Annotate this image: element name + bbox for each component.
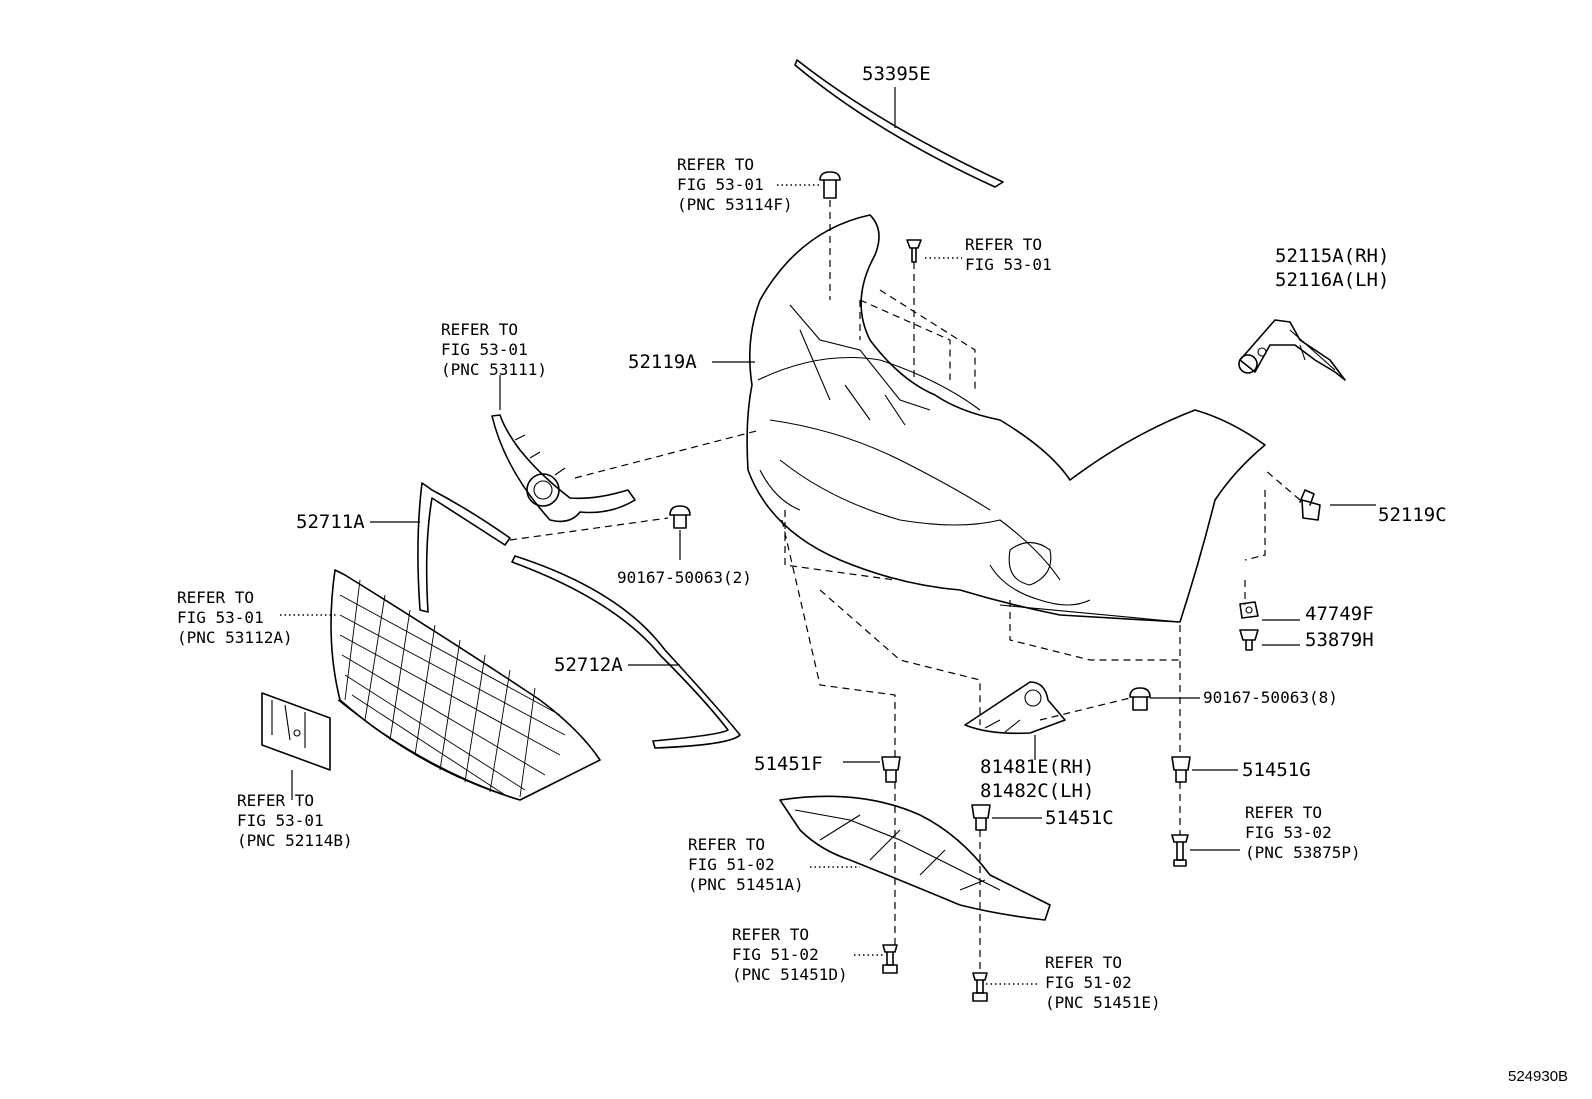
svg-text:FIG 53-01: FIG 53-01 [177, 608, 264, 627]
upper-grille-part [491, 414, 636, 523]
label-90167-50063-2: 90167-50063(2) [617, 568, 752, 587]
svg-text:REFER TO: REFER TO [441, 320, 518, 339]
label-90167-50063-8: 90167-50063(8) [1203, 688, 1338, 707]
clip-51451F-icon [881, 756, 901, 783]
screw-top-icon [906, 239, 922, 263]
label-51451F: 51451F [754, 753, 823, 775]
upper-molding-part [794, 59, 1004, 188]
lower-grille-part [330, 569, 601, 801]
ref-note-52114B: REFER TO FIG 53-01 (PNC 52114B) [237, 791, 353, 850]
label-52711A: 52711A [296, 511, 365, 533]
clip-52119C-icon [1299, 489, 1321, 521]
bolt-51451E-icon [972, 972, 988, 1002]
fog-bracket-part [964, 681, 1066, 735]
screw-90167-8-icon [1129, 687, 1151, 711]
label-51451G: 51451G [1242, 759, 1311, 781]
clip-53879H-icon [1239, 629, 1259, 651]
svg-text:FIG 53-02: FIG 53-02 [1245, 823, 1332, 842]
svg-text:REFER TO: REFER TO [965, 235, 1042, 254]
svg-text:REFER TO: REFER TO [688, 835, 765, 854]
svg-text:REFER TO: REFER TO [177, 588, 254, 607]
label-51451C: 51451C [1045, 807, 1114, 829]
license-bracket-part [261, 692, 331, 771]
svg-text:(PNC 51451D): (PNC 51451D) [732, 965, 848, 984]
label-81481E-rh: 81481E(RH) [980, 756, 1094, 778]
ref-note-53112A: REFER TO FIG 53-01 (PNC 53112A) [177, 588, 293, 647]
ref-note-53111: REFER TO FIG 53-01 (PNC 53111) [441, 320, 547, 379]
svg-text:(PNC 53112A): (PNC 53112A) [177, 628, 293, 647]
label-53395E: 53395E [862, 63, 931, 85]
svg-text:FIG 53-01: FIG 53-01 [965, 255, 1052, 274]
label-52116A-lh: 52116A(LH) [1275, 269, 1389, 291]
figure-id: 524930B [1508, 1068, 1568, 1085]
svg-text:FIG 51-02: FIG 51-02 [688, 855, 775, 874]
ref-note-53875P: REFER TO FIG 53-02 (PNC 53875P) [1245, 803, 1361, 862]
under-cover-part [779, 795, 1051, 921]
svg-text:FIG 51-02: FIG 51-02 [732, 945, 819, 964]
label-53879H: 53879H [1305, 629, 1374, 651]
svg-text:REFER TO: REFER TO [1245, 803, 1322, 822]
svg-text:FIG 53-01: FIG 53-01 [441, 340, 528, 359]
svg-text:FIG 53-01: FIG 53-01 [237, 811, 324, 830]
leader-lines [280, 87, 1376, 985]
inner-molding-part [417, 482, 511, 613]
label-52712A: 52712A [554, 654, 623, 676]
screw-90167-2-icon [669, 505, 691, 529]
bumper-cover-part [746, 214, 1266, 623]
ref-note-53114F: REFER TO FIG 53-01 (PNC 53114F) [677, 155, 793, 214]
svg-text:FIG 53-01: FIG 53-01 [677, 175, 764, 194]
svg-text:(PNC 53111): (PNC 53111) [441, 360, 547, 379]
ref-note-51451A: REFER TO FIG 51-02 (PNC 51451A) [688, 835, 804, 894]
assembly-lines [509, 200, 1301, 973]
svg-text:REFER TO: REFER TO [237, 791, 314, 810]
svg-text:REFER TO: REFER TO [732, 925, 809, 944]
outer-molding-part [511, 555, 741, 749]
svg-text:(PNC 51451A): (PNC 51451A) [688, 875, 804, 894]
clip-51451C-icon [971, 804, 991, 831]
clip-51451G-icon [1171, 756, 1191, 783]
ref-note-51451D: REFER TO FIG 51-02 (PNC 51451D) [732, 925, 848, 984]
svg-text:(PNC 53114F): (PNC 53114F) [677, 195, 793, 214]
label-81482C-lh: 81482C(LH) [980, 780, 1094, 802]
label-52119A: 52119A [628, 351, 697, 373]
svg-text:REFER TO: REFER TO [1045, 953, 1122, 972]
svg-text:FIG 51-02: FIG 51-02 [1045, 973, 1132, 992]
ref-note-top-clip: REFER TO FIG 53-01 [965, 235, 1052, 274]
label-47749F: 47749F [1305, 603, 1374, 625]
clip-53114F-icon [819, 171, 841, 199]
svg-text:REFER TO: REFER TO [677, 155, 754, 174]
side-bracket-part [1238, 319, 1346, 381]
label-52115A-rh: 52115A(RH) [1275, 245, 1389, 267]
bolt-51451D-icon [882, 944, 898, 974]
svg-text:(PNC 53875P): (PNC 53875P) [1245, 843, 1361, 862]
nut-47749F-icon [1239, 601, 1259, 619]
svg-text:(PNC 52114B): (PNC 52114B) [237, 831, 353, 850]
ref-note-51451E: REFER TO FIG 51-02 (PNC 51451E) [1045, 953, 1161, 1012]
label-52119C: 52119C [1378, 504, 1447, 526]
svg-text:(PNC 51451E): (PNC 51451E) [1045, 993, 1161, 1012]
bolt-53875P-icon [1171, 834, 1189, 867]
